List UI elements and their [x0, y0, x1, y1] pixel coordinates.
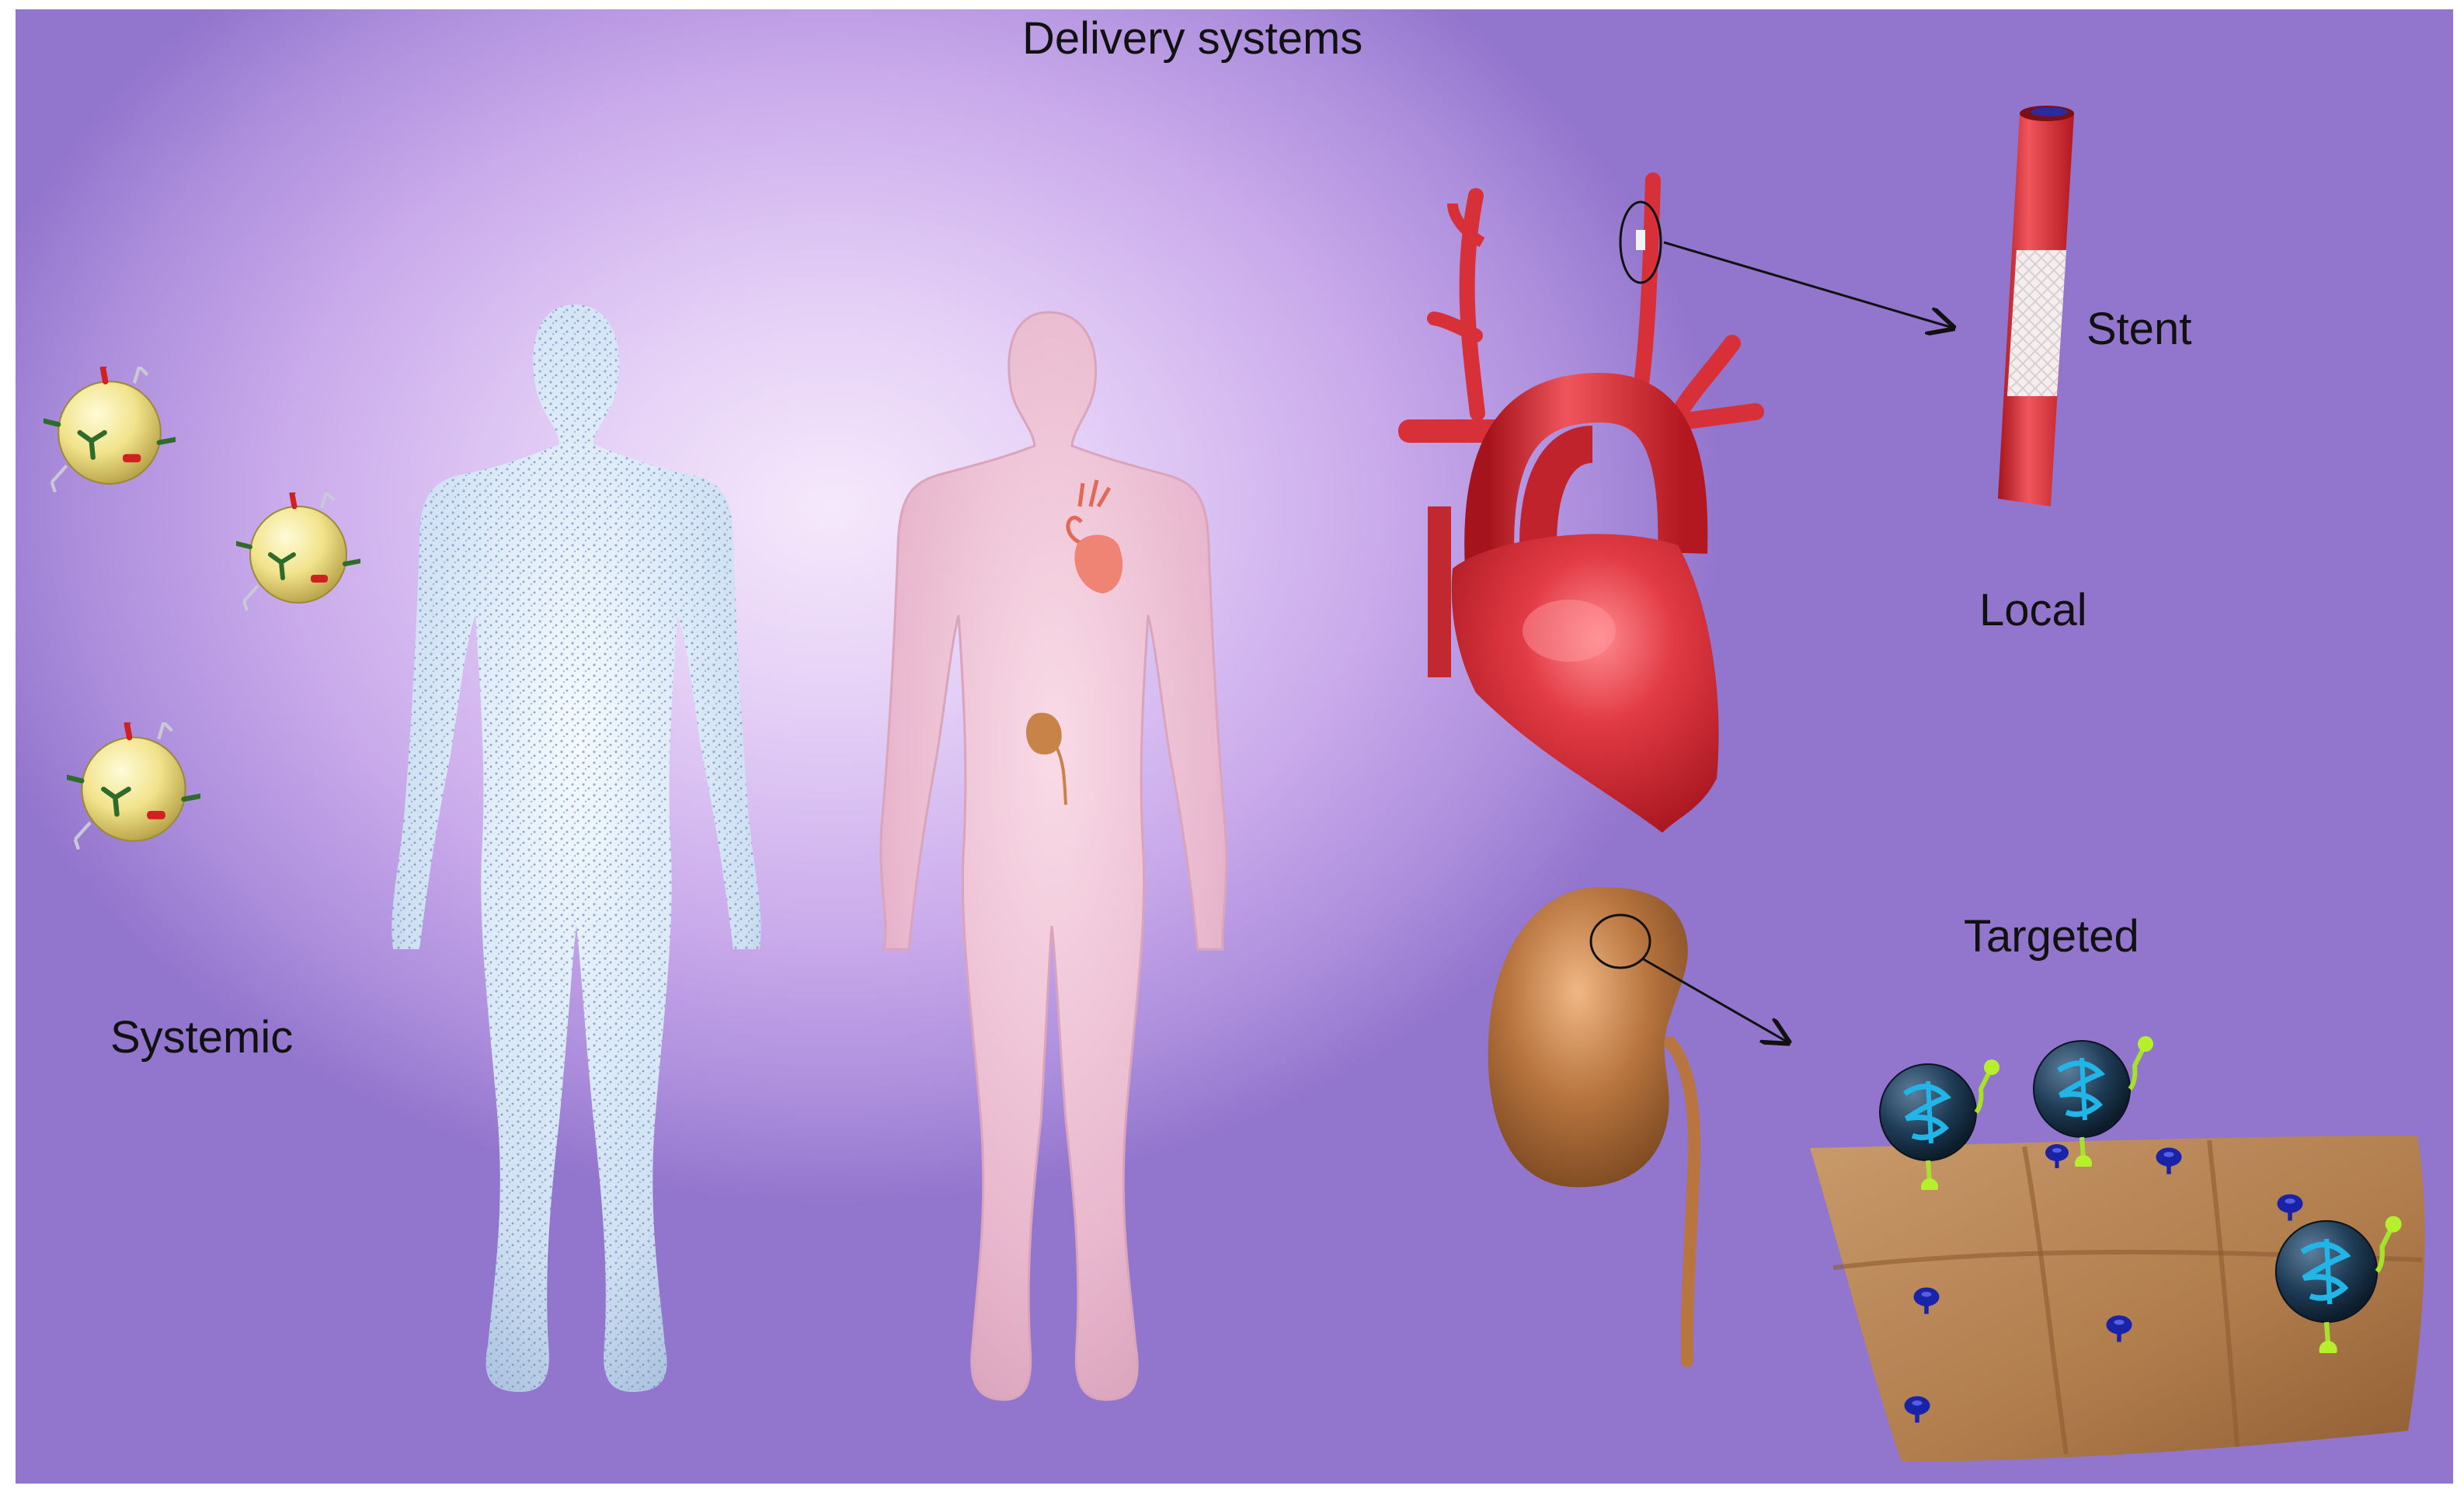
label-local: Local	[1979, 584, 2087, 636]
targeted-tissue-icon	[1810, 1036, 2424, 1462]
diagram-panel: Delivery systems Systemic Stent Local Ta…	[16, 9, 2453, 1484]
body-organs-icon	[881, 312, 1227, 1400]
nanoparticle-icon	[20, 357, 379, 849]
label-stent: Stent	[2086, 303, 2191, 355]
label-targeted: Targeted	[1964, 910, 2139, 962]
label-systemic: Systemic	[110, 1011, 293, 1063]
stent-vessel-icon	[1998, 106, 2074, 506]
diagram-title: Delivery systems	[1022, 12, 1363, 64]
kidney-icon	[1488, 887, 1694, 1361]
body-particles-icon	[392, 304, 760, 1392]
heart-icon	[1398, 180, 1756, 833]
callout-arrow	[1664, 242, 1953, 328]
